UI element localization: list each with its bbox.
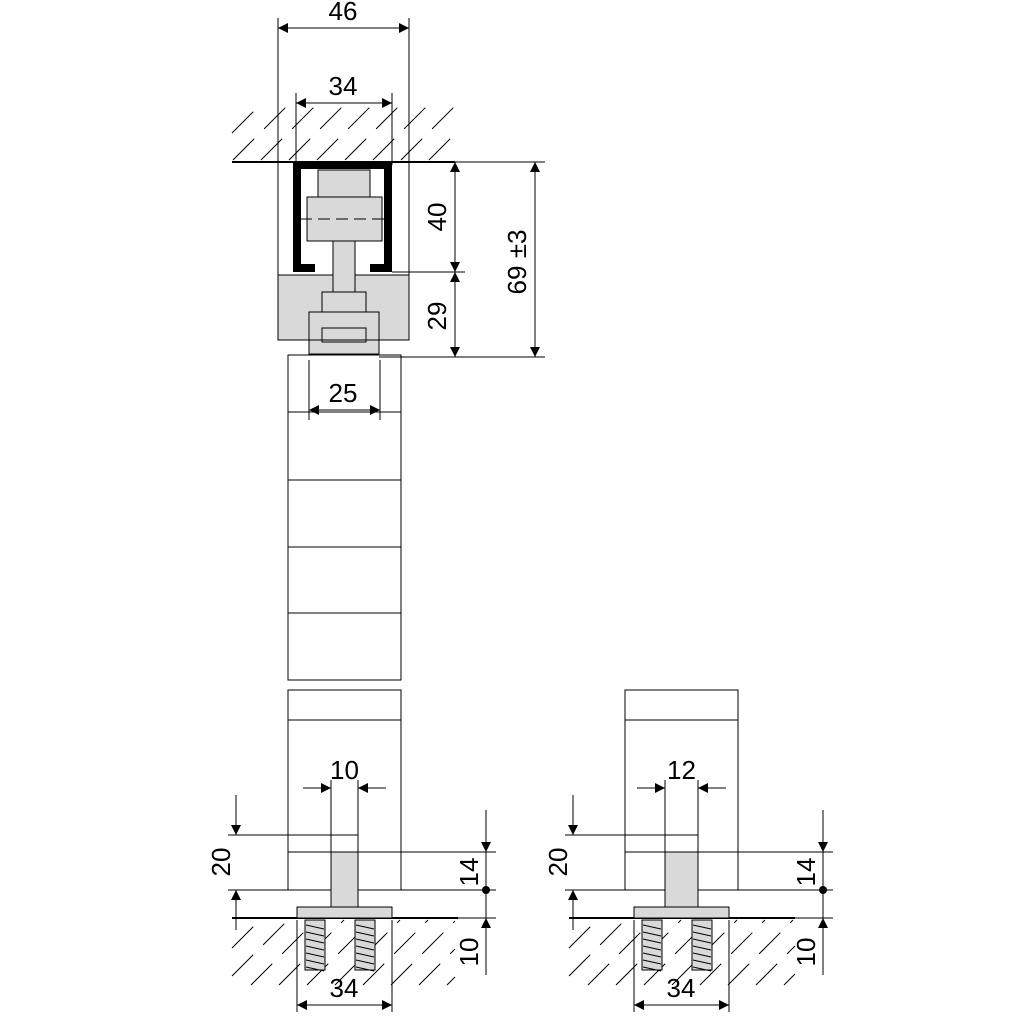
- hatch-line: [783, 973, 796, 986]
- hatch-line: [231, 919, 261, 949]
- screw-thread: [692, 966, 712, 972]
- hatch-line: [344, 104, 401, 161]
- screw-thread: [642, 959, 662, 965]
- hatch-line: [727, 919, 794, 986]
- screw-thread: [305, 952, 325, 958]
- hatch-line: [362, 919, 429, 986]
- hatch-line: [306, 919, 373, 986]
- hatch-line: [418, 948, 456, 986]
- screw-thread: [355, 952, 375, 958]
- dim-20: 20: [206, 848, 236, 877]
- screw-thread: [355, 924, 375, 930]
- screw-thread: [642, 966, 662, 972]
- screw-thread: [642, 938, 662, 944]
- screw-thread: [305, 945, 325, 951]
- hatch-line: [568, 919, 626, 977]
- dim-10: 10: [791, 938, 821, 967]
- bottom-right-section: 12 20 14 10 34: [543, 689, 833, 1012]
- screw-thread: [692, 938, 712, 944]
- screw-thread: [355, 931, 375, 937]
- clamp: [308, 311, 380, 355]
- hatch-line: [316, 104, 373, 161]
- guide-pin: [664, 851, 699, 908]
- dim-20: 20: [543, 848, 573, 877]
- hatch-line: [390, 920, 456, 986]
- screw-thread: [305, 924, 325, 930]
- screw-thread: [355, 959, 375, 965]
- axle: [332, 240, 356, 294]
- hatch-line: [755, 945, 796, 986]
- screw-thread: [692, 931, 712, 937]
- screw-thread: [692, 945, 712, 951]
- dim-groove: 10: [330, 755, 359, 785]
- screw-thread: [305, 931, 325, 937]
- hatch-line: [699, 919, 766, 986]
- guide-pin: [330, 851, 359, 908]
- hatch-line: [232, 104, 289, 161]
- dim-34-bottom: 34: [330, 973, 359, 1003]
- hatch-line: [643, 919, 710, 986]
- screw-thread: [642, 952, 662, 958]
- dim-groove: 12: [667, 755, 696, 785]
- dim-14: 14: [791, 858, 821, 887]
- dim-40: 40: [422, 203, 452, 232]
- bearing: [321, 327, 367, 343]
- dim-10: 10: [454, 938, 484, 967]
- dim-69: 69 ±3: [502, 230, 532, 295]
- bottom-left-section: 10 20 14 10 34: [206, 689, 496, 1012]
- dim-34-bottom: 34: [667, 973, 696, 1003]
- wheel-top: [317, 169, 371, 201]
- hatch-line: [400, 105, 456, 161]
- screw-thread: [692, 952, 712, 958]
- guide-base: [296, 906, 393, 919]
- dim-25: 25: [329, 378, 358, 408]
- screw-thread: [355, 938, 375, 944]
- hatch-line: [231, 919, 289, 977]
- hatch-line: [372, 104, 429, 161]
- guide-base: [633, 906, 730, 919]
- dim-46: 46: [329, 0, 358, 26]
- screw-thread: [642, 945, 662, 951]
- dimension-dot: [819, 886, 827, 894]
- nut: [321, 291, 367, 313]
- hatch-line: [250, 919, 317, 986]
- screw-thread: [305, 938, 325, 944]
- hatch-line: [428, 133, 456, 161]
- screw-thread: [305, 959, 325, 965]
- screw-thread: [692, 959, 712, 965]
- hatch-line: [260, 104, 317, 161]
- dim-29: 29: [422, 302, 452, 331]
- dim-34-top: 34: [329, 71, 358, 101]
- screw-thread: [305, 966, 325, 972]
- screw-thread: [642, 931, 662, 937]
- screw-thread: [692, 924, 712, 930]
- dimension-dot: [482, 886, 490, 894]
- dim-14: 14: [454, 858, 484, 887]
- hatch-line: [587, 919, 654, 986]
- screw-thread: [642, 924, 662, 930]
- hatch-line: [231, 104, 261, 134]
- hatch-line: [568, 919, 598, 949]
- hatch-line: [288, 104, 345, 161]
- top-section: 46 34 40 29 69 ±3 25: [232, 0, 545, 681]
- screw-thread: [355, 945, 375, 951]
- screw-thread: [355, 966, 375, 972]
- hatch-line: [446, 976, 456, 986]
- hatching: [231, 104, 796, 986]
